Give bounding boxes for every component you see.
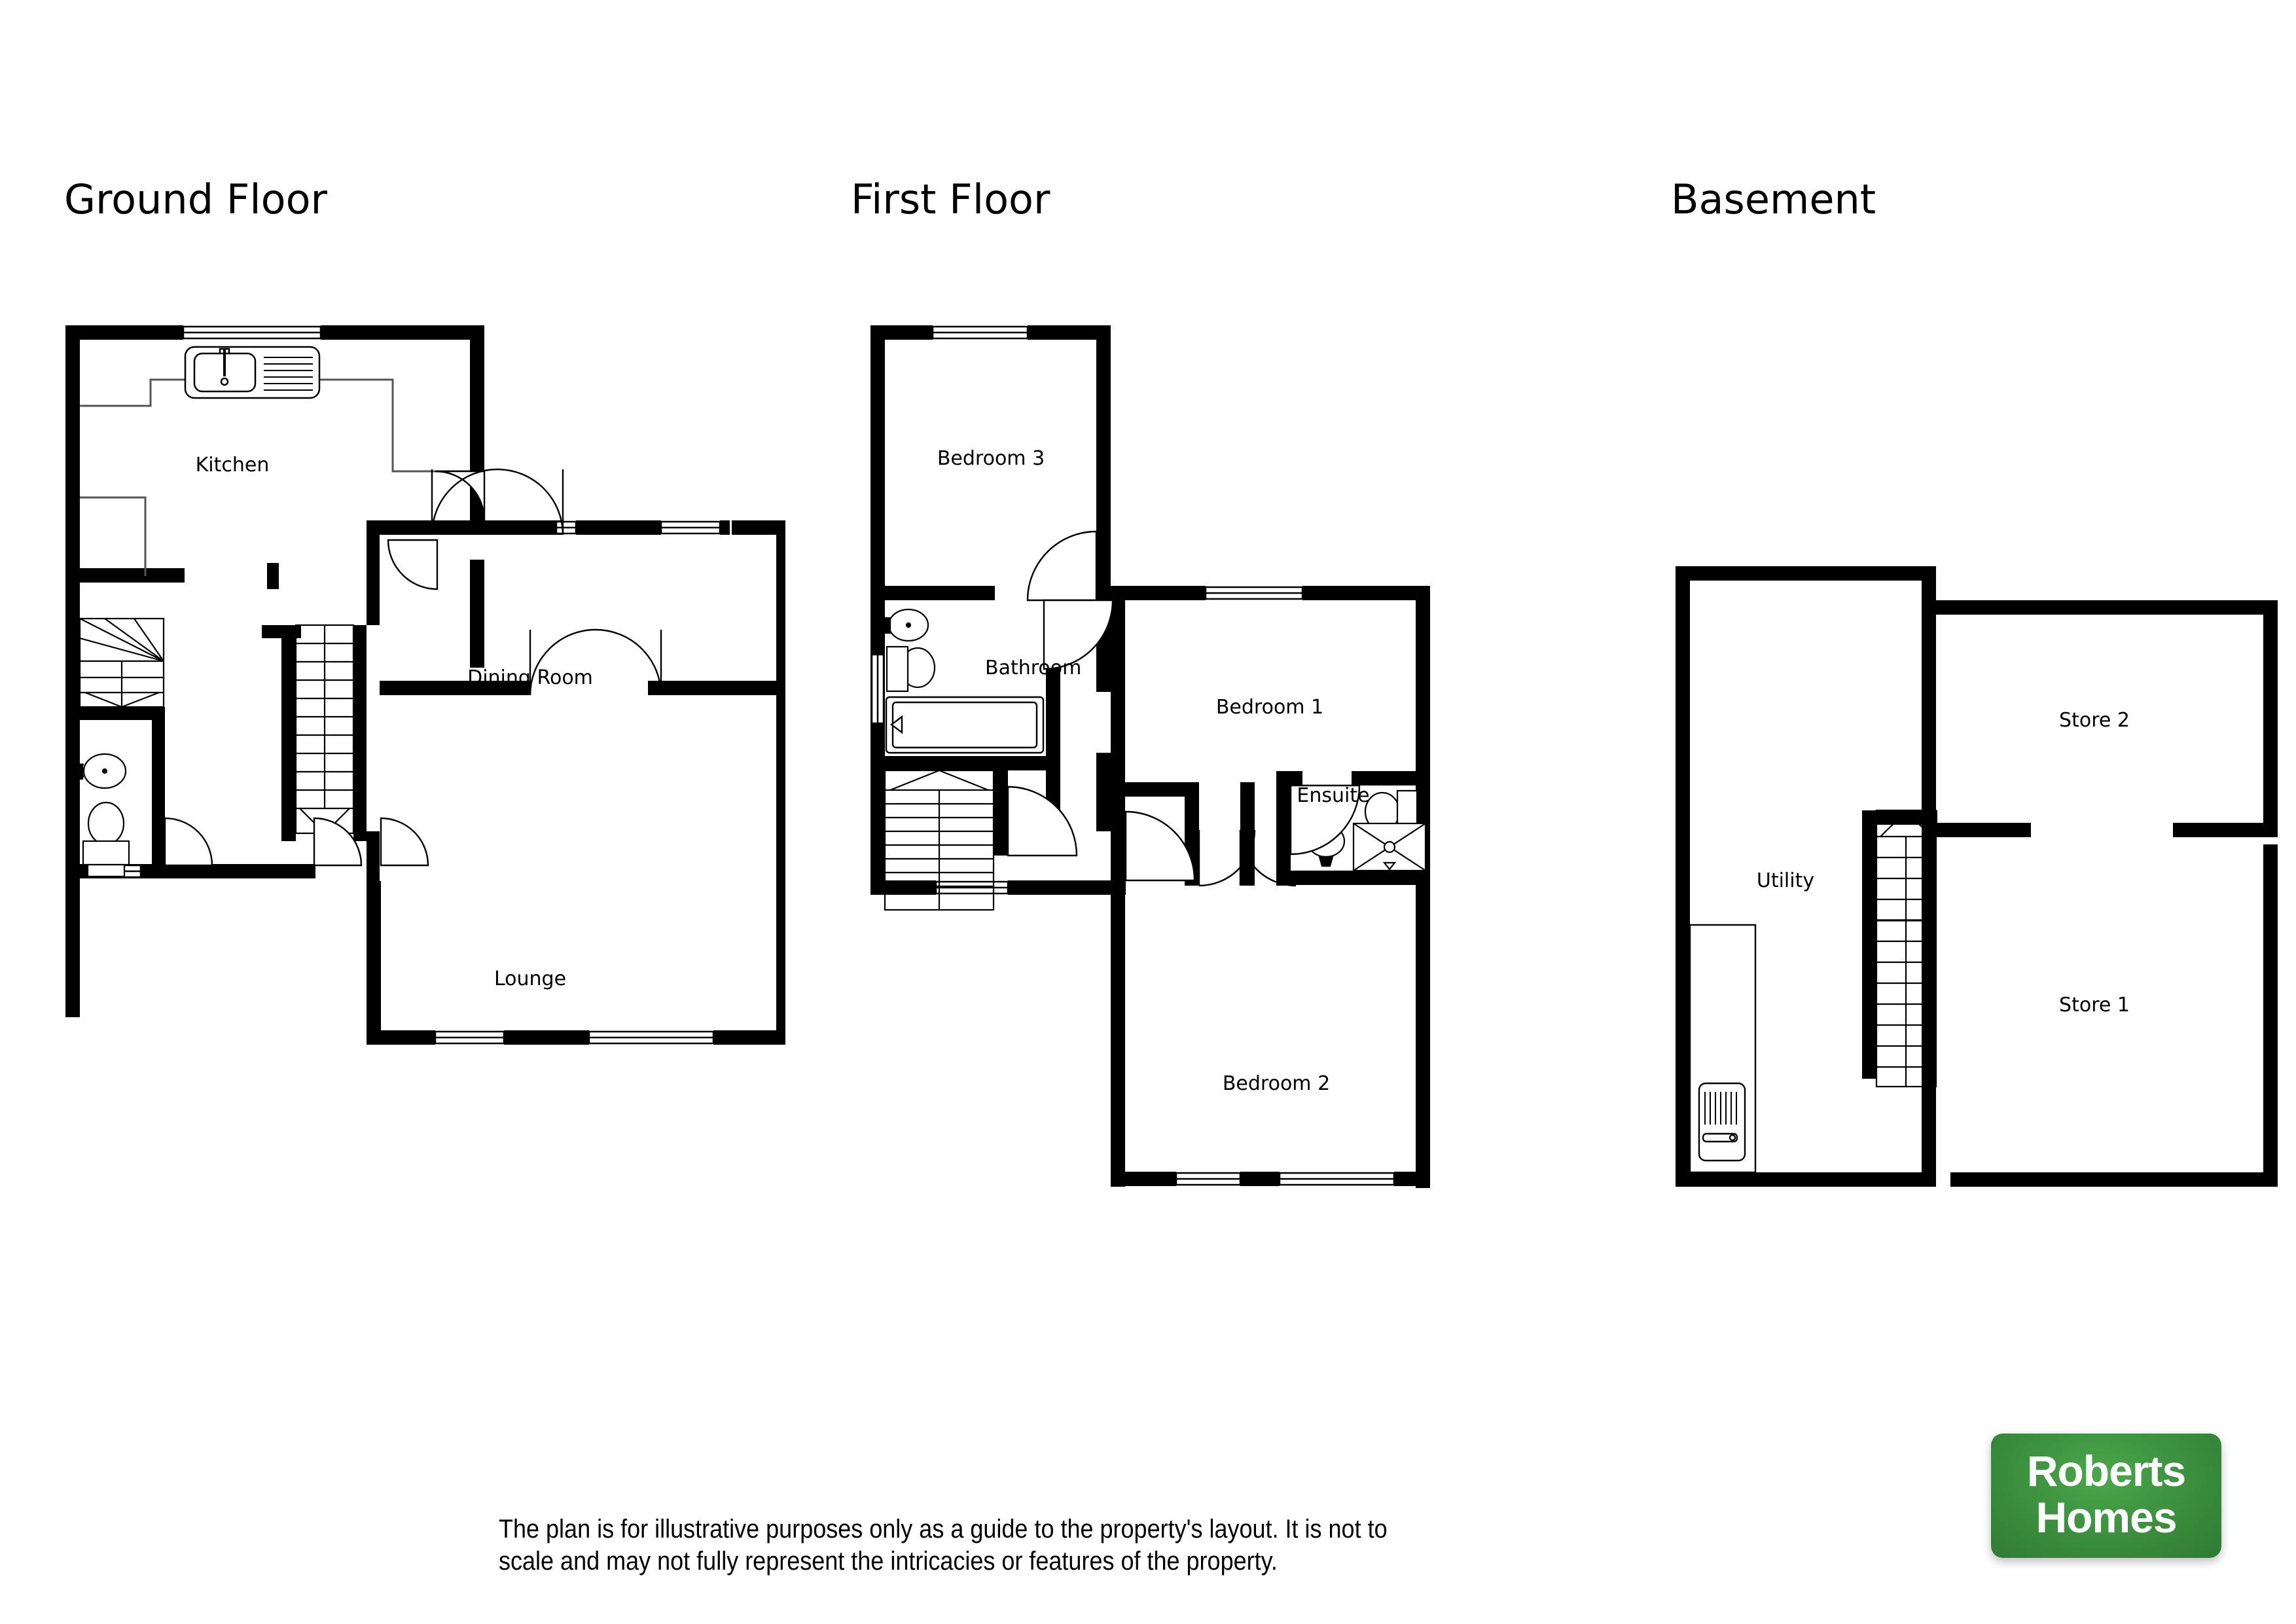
- basement-plan: Utility Store 2 Store 1: [1636, 0, 2291, 1276]
- room-label-store-1: Store 1: [2059, 994, 2130, 1017]
- kitchen-sink-icon: [184, 346, 321, 399]
- room-label-utility: Utility: [1757, 869, 1814, 892]
- floor-title-basement: Basement: [1671, 175, 1876, 223]
- room-label-bedroom-3: Bedroom 3: [937, 447, 1045, 470]
- bathroom-basin-icon: [883, 608, 929, 642]
- logo-line-2: Homes: [2036, 1493, 2177, 1542]
- basement-walls: [1676, 566, 2278, 1187]
- room-label-dining-room: Dining Room: [467, 666, 593, 689]
- room-label-bedroom-1: Bedroom 1: [1216, 696, 1323, 719]
- boiler-unit-icon: [1689, 924, 1757, 1174]
- logo-line-1: Roberts: [2026, 1446, 2186, 1495]
- ground-floor-plan: Kitchen Dining Room Lounge: [0, 0, 785, 1276]
- straight-staircase-icon: [295, 624, 355, 835]
- room-label-kitchen: Kitchen: [196, 454, 270, 477]
- wc-toilet-icon: [82, 801, 130, 878]
- floor-title-ground: Ground Floor: [64, 175, 328, 223]
- room-label-lounge: Lounge: [494, 967, 566, 990]
- room-label-ensuite: Ensuite: [1297, 784, 1369, 807]
- disclaimer-line-1: The plan is for illustrative purposes on…: [499, 1515, 1388, 1543]
- ground-floor-walls: [65, 325, 785, 1045]
- bath-tub-icon: [885, 696, 1045, 754]
- disclaimer-line-2: scale and may not fully represent the in…: [499, 1546, 1278, 1576]
- winder-staircase-icon: [79, 617, 165, 708]
- room-label-bathroom: Bathroom: [985, 657, 1081, 679]
- first-floor-doors: [1007, 530, 1361, 887]
- ground-floor-doors: [164, 468, 662, 867]
- room-label-bedroom-2: Bedroom 2: [1223, 1072, 1330, 1095]
- bathroom-toilet-icon: [886, 645, 936, 693]
- disclaimer-text: The plan is for illustrative purposes on…: [499, 1513, 1618, 1578]
- roberts-homes-logo: Roberts Homes: [1991, 1434, 2221, 1558]
- floor-title-first: First Floor: [851, 175, 1050, 223]
- first-floor-windows: [870, 325, 1395, 1186]
- wc-basin-icon: [76, 753, 127, 789]
- straight-staircase-icon: [884, 769, 995, 911]
- room-label-store-2: Store 2: [2059, 709, 2130, 732]
- shower-tray-icon: [1352, 822, 1427, 872]
- straight-staircase-icon: [1875, 809, 1937, 1088]
- first-floor-plan: Bedroom 3 Bathroom Bedroom 1 Ensuite Bed…: [818, 0, 1538, 1276]
